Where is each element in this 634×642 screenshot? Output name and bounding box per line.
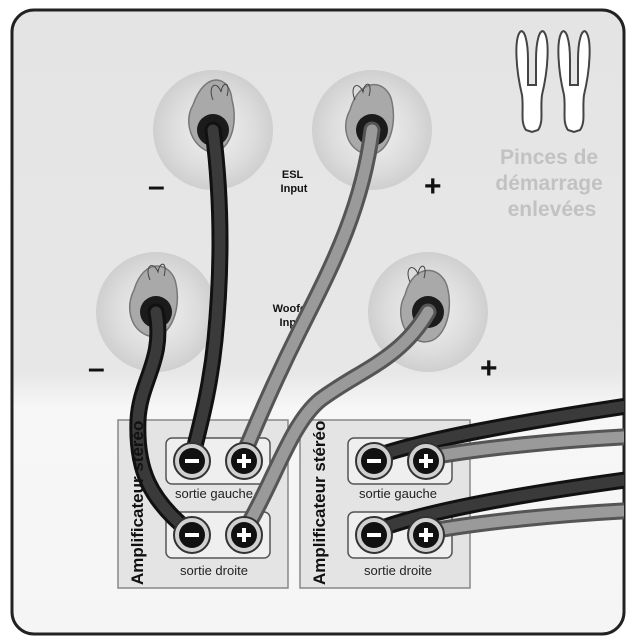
woofer-plus-sign: +	[480, 352, 498, 385]
amp-right-droite-positive-terminal[interactable]	[407, 516, 445, 554]
amp-right-droite-negative-terminal[interactable]	[355, 516, 393, 554]
esl-plus-sign: +	[424, 170, 442, 203]
amp-left-droite-positive-terminal[interactable]	[225, 516, 263, 554]
amp-left-gauche-positive-terminal[interactable]	[225, 442, 263, 480]
jumpers-removed-note: Pinces de démarrage enlevées	[495, 146, 608, 221]
amp-left-droite-negative-terminal[interactable]	[173, 516, 211, 554]
amp-right-gauche-positive-terminal[interactable]	[407, 442, 445, 480]
amp-right-title: Amplificateur stéréo	[310, 421, 329, 585]
jumper-clip-icon	[515, 30, 591, 134]
amp-left-out-droite-label: sortie droite	[180, 563, 248, 578]
amp-left-title: Amplificateur stéréo	[128, 421, 147, 585]
woofer-minus-sign: –	[88, 352, 105, 385]
esl-input-label: ESL Input	[281, 169, 308, 195]
amp-right-gauche-negative-terminal[interactable]	[355, 442, 393, 480]
amp-right-out-droite-label: sortie droite	[364, 563, 432, 578]
amp-left-gauche-negative-terminal[interactable]	[173, 442, 211, 480]
amp-right-out-gauche-label: sortie gauche	[359, 486, 437, 501]
esl-minus-sign: –	[148, 170, 165, 203]
amp-left-out-gauche-label: sortie gauche	[175, 486, 253, 501]
